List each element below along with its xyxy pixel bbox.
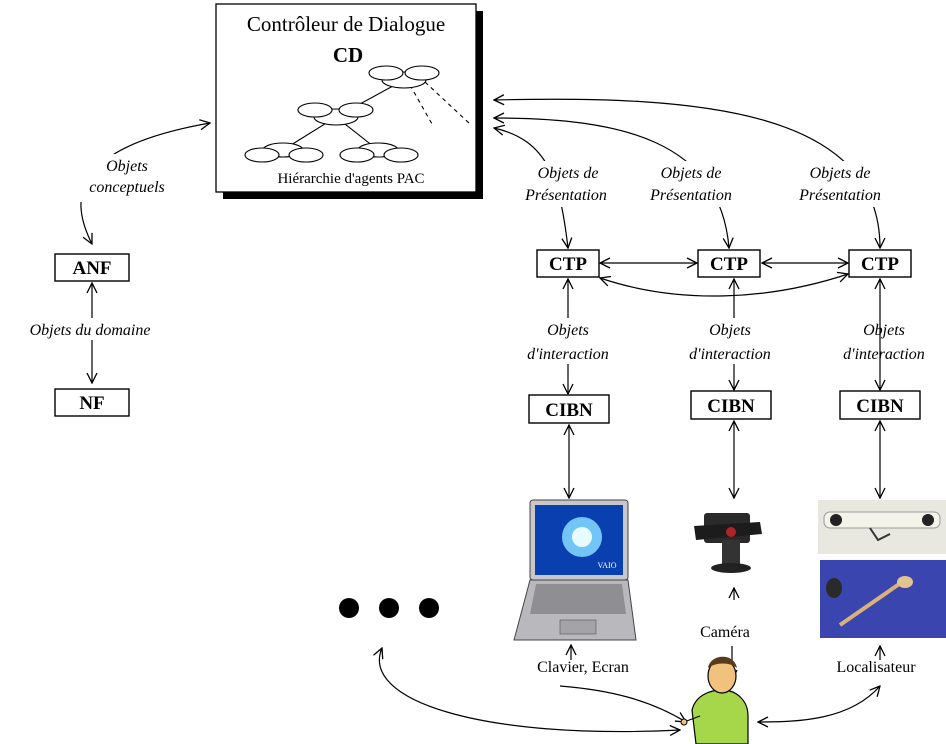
pac-hierarchy-caption: Hiérarchie d'agents PAC — [277, 171, 424, 187]
device-arrows — [569, 421, 880, 498]
ellipsis-dots-icon — [339, 598, 439, 618]
cibn-label-2: CIBN — [707, 396, 755, 417]
laptop-brand: VAIO — [598, 561, 617, 570]
presentation-label-3b: Présentation — [798, 187, 881, 204]
ctp-label-1: CTP — [549, 254, 587, 275]
interaction-label-1a: Objets — [547, 322, 589, 339]
anf-label: ANF — [72, 258, 111, 279]
cibn-box-1 — [528, 394, 610, 424]
ctp-box-2 — [697, 249, 761, 278]
cibn-label-1: CIBN — [545, 400, 593, 421]
ctp-layer: CTP CTP CTP — [536, 249, 912, 297]
cibn-label-3: CIBN — [856, 396, 904, 417]
presentation-label-2b: Présentation — [649, 187, 732, 204]
presentation-label-3a: Objets de — [810, 165, 871, 182]
anf-box — [54, 253, 130, 282]
presentation-label-1a: Objets de — [538, 165, 599, 182]
cibn-box-3 — [839, 390, 921, 420]
interaction-label-3b: d'interaction — [843, 346, 925, 363]
nf-box — [54, 388, 130, 417]
presentation-labels: Objets de Présentation Objets de Présent… — [514, 161, 894, 207]
user-icon — [680, 656, 749, 744]
nf-label: NF — [79, 393, 104, 414]
dialogue-controller: Contrôleur de Dialogue CD Hiérarchie d'a… — [215, 3, 483, 199]
interaction-label-1b: d'interaction — [527, 346, 609, 363]
left-column: Objets conceptuels ANF Objets du domaine… — [10, 123, 210, 417]
camera-icon — [694, 513, 762, 573]
conceptual-label-2: conceptuels — [89, 179, 165, 196]
controller-title: Contrôleur de Dialogue — [247, 12, 445, 36]
interaction-label-2a: Objets — [709, 322, 751, 339]
interaction-label-3a: Objets — [863, 322, 905, 339]
domain-label: Objets du domaine — [30, 322, 151, 339]
device-label-2: Caméra — [700, 624, 750, 641]
device-label-1: Clavier, Ecran — [537, 659, 629, 676]
presentation-label-2a: Objets de — [661, 165, 722, 182]
laptop-icon: VAIO — [513, 499, 637, 641]
cibn-box-2 — [690, 390, 772, 420]
ctp-label-3: CTP — [861, 254, 899, 275]
cibn-layer: CIBN CIBN CIBN — [528, 390, 921, 424]
controller-abbr: CD — [333, 43, 363, 67]
device-label-3: Localisateur — [836, 659, 916, 676]
ctp-box-3 — [848, 249, 912, 278]
ctp-box-1 — [536, 249, 600, 278]
interaction-label-2b: d'interaction — [689, 346, 771, 363]
presentation-label-1b: Présentation — [524, 187, 607, 204]
user-arrows — [379, 588, 880, 732]
interaction-labels: Objets d'interaction Objets d'interactio… — [520, 318, 925, 364]
ctp-label-2: CTP — [710, 254, 748, 275]
pac-hierarchy — [244, 65, 471, 163]
locator-icon — [818, 500, 946, 638]
conceptual-label-1: Objets — [106, 158, 148, 175]
